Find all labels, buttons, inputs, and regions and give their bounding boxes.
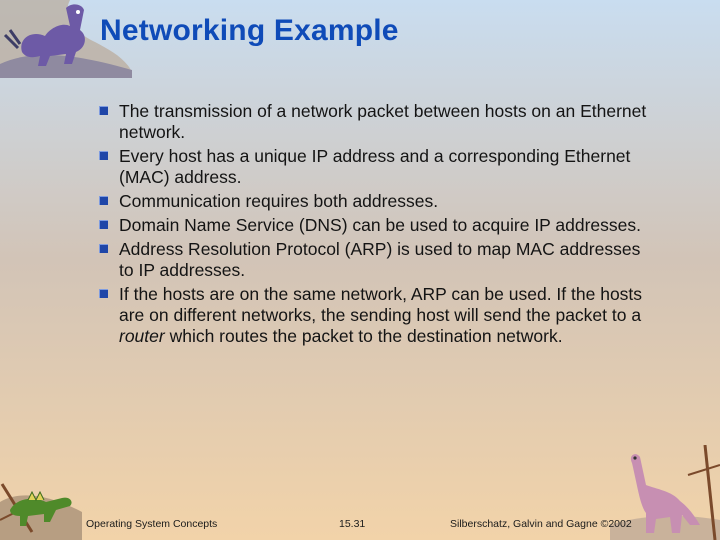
list-item: The transmission of a network packet bet… [96, 101, 656, 143]
list-item: Communication requires both addresses. [96, 191, 656, 212]
footer-copyright: Silberschatz, Galvin and Gagne ©2002 [450, 518, 632, 530]
bullet-text: The transmission of a network packet bet… [119, 101, 647, 142]
footer-course-title: Operating System Concepts [86, 518, 218, 530]
bullet-text: If the hosts are on the same network, AR… [119, 284, 643, 325]
dinosaur-corner-bottom-right-icon [610, 445, 720, 540]
square-bullet-icon [99, 289, 108, 298]
bullet-text: Address Resolution Protocol (ARP) is use… [119, 239, 641, 280]
page-title: Networking Example [100, 14, 399, 47]
dinosaur-corner-bottom-left-icon [0, 483, 82, 540]
footer-page-number: 15.31 [339, 518, 366, 530]
square-bullet-icon [99, 106, 108, 115]
bullet-text: Every host has a unique IP address and a… [119, 146, 631, 187]
square-bullet-icon [99, 220, 108, 229]
list-item: Domain Name Service (DNS) can be used to… [96, 215, 656, 236]
bullet-text: Domain Name Service (DNS) can be used to… [119, 215, 642, 235]
square-bullet-icon [99, 196, 108, 205]
bullet-emphasis: router [119, 326, 165, 346]
bullet-text-continued: which routes the packet to the destinati… [164, 326, 563, 346]
list-item: Address Resolution Protocol (ARP) is use… [96, 239, 656, 281]
bullet-list: The transmission of a network packet bet… [96, 101, 656, 350]
square-bullet-icon [99, 244, 108, 253]
bullet-text: Communication requires both addresses. [119, 191, 439, 211]
list-item: Every host has a unique IP address and a… [96, 146, 656, 188]
dinosaur-corner-top-left-icon [0, 0, 132, 78]
square-bullet-icon [99, 151, 108, 160]
list-item: If the hosts are on the same network, AR… [96, 284, 656, 347]
